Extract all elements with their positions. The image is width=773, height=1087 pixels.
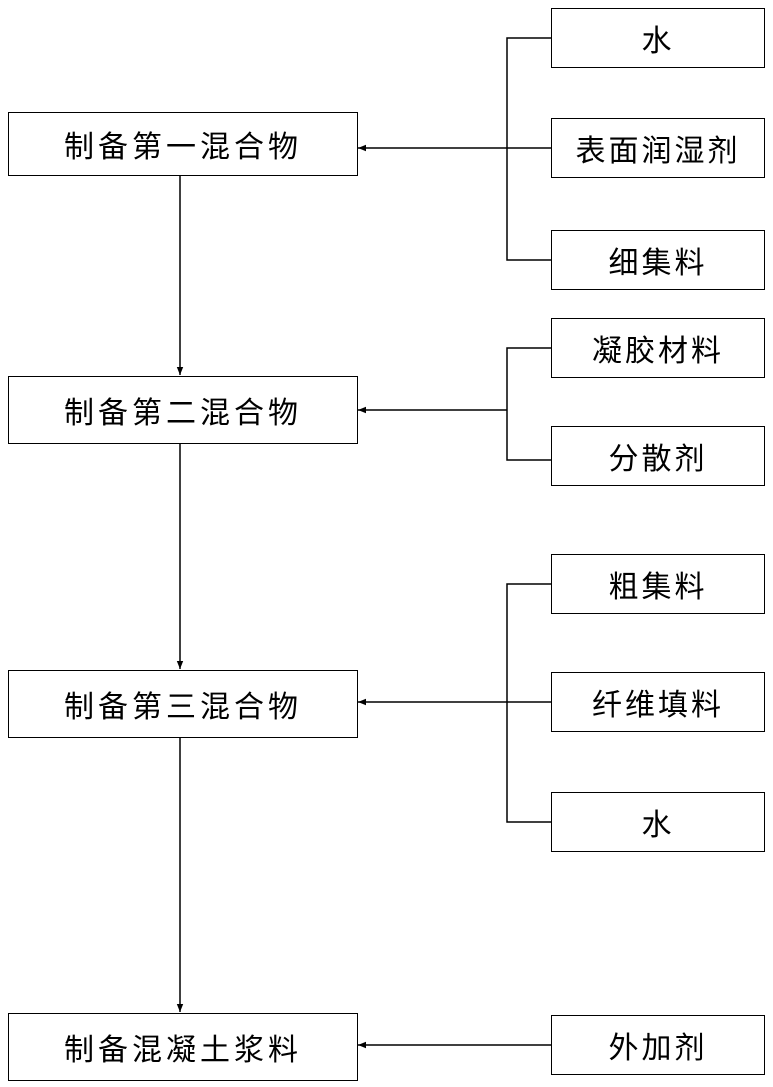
bracket-step2 — [507, 348, 551, 460]
ingredient-gel-material: 凝胶材料 — [551, 318, 765, 378]
ingredient-admixture: 外加剂 — [551, 1015, 765, 1075]
step-box-2: 制备第二混合物 — [8, 376, 358, 444]
step-box-3: 制备第三混合物 — [8, 670, 358, 738]
ingredient-water-1: 水 — [551, 8, 765, 68]
ingredient-surface-wetting-agent: 表面润湿剂 — [551, 118, 765, 178]
ingredient-dispersant: 分散剂 — [551, 426, 765, 486]
bracket-step3 — [507, 584, 551, 822]
bracket-step1 — [507, 38, 551, 260]
ingredient-fiber-filler: 纤维填料 — [551, 672, 765, 732]
ingredient-water-2: 水 — [551, 792, 765, 852]
step-box-1: 制备第一混合物 — [8, 112, 358, 176]
ingredient-fine-aggregate: 细集料 — [551, 230, 765, 290]
ingredient-coarse-aggregate: 粗集料 — [551, 554, 765, 614]
step-box-4: 制备混凝土浆料 — [8, 1013, 358, 1081]
